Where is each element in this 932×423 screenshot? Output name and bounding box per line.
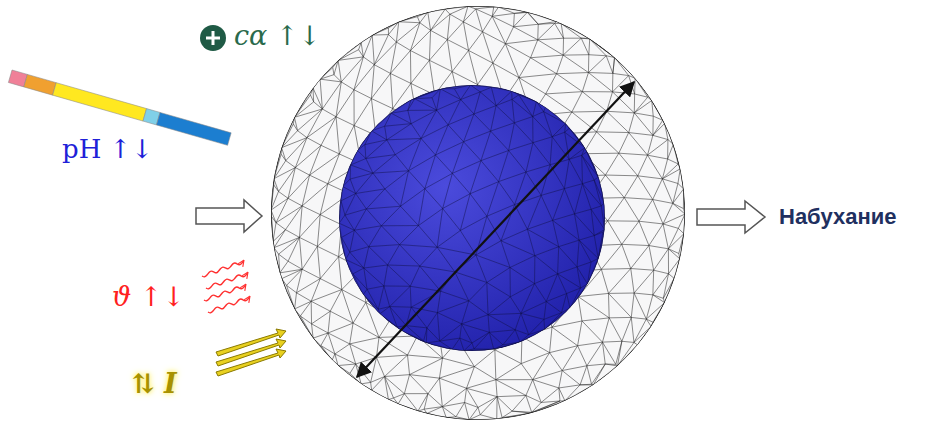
sphere-body	[339, 85, 605, 351]
outer-sphere	[271, 6, 685, 420]
sphere-mesh	[271, 6, 685, 420]
heat-wave	[202, 261, 244, 277]
ph-strip	[8, 70, 231, 145]
inner-sphere	[339, 85, 605, 351]
heat-wave	[206, 273, 248, 289]
concentration-label: cα ↑↓	[234, 22, 321, 49]
swelling-label: Набухание	[779, 206, 896, 228]
plus-badge	[200, 25, 226, 51]
diameter-arrow	[357, 82, 634, 377]
sphere-mesh	[339, 85, 604, 351]
heat-waves	[202, 261, 250, 313]
sphere-outline	[271, 6, 685, 420]
ph-label: pH ↑↓	[62, 136, 153, 162]
heat-wave	[208, 297, 250, 313]
current-arrows	[216, 329, 286, 376]
heat-wave	[204, 285, 246, 301]
current-label: ⇅ I	[132, 370, 177, 397]
output-arrow	[697, 201, 765, 233]
input-arrow	[196, 200, 262, 232]
sphere-outline	[339, 85, 605, 351]
temperature-label: ϑ ↑↓	[112, 283, 185, 310]
sphere-body	[271, 6, 685, 420]
hydrogel-sphere	[271, 6, 685, 420]
